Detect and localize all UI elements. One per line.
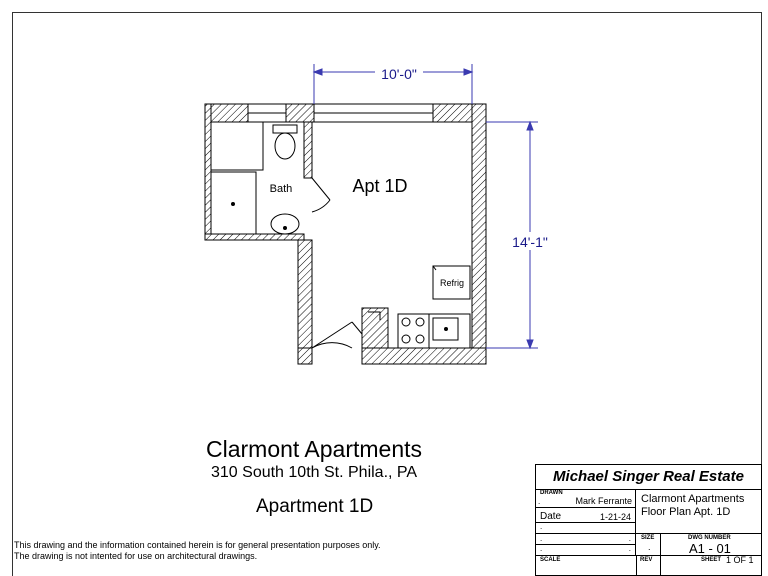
description-line-2: Floor Plan Apt. 1D bbox=[641, 506, 731, 518]
unit-title: Apartment 1D bbox=[256, 496, 374, 517]
bath-sink bbox=[270, 213, 300, 235]
dim-width-label: 10'-0" bbox=[381, 66, 417, 82]
disclaimer-line-1: This drawing and the information contain… bbox=[14, 540, 381, 550]
disclaimer: This drawing and the information contain… bbox=[14, 540, 381, 562]
size-label: SIZE bbox=[641, 535, 655, 541]
wall-right bbox=[471, 103, 487, 365]
date-value: 1-21-24 bbox=[599, 512, 631, 522]
kitchen bbox=[311, 265, 471, 349]
wall-bath-bottom bbox=[204, 233, 305, 241]
dwg-area: SIZE . DWG NUMBER A1 - 01 bbox=[636, 533, 761, 556]
wall-left-lower bbox=[297, 239, 313, 365]
scale-label: SCALE bbox=[540, 557, 561, 563]
drawn-by: Mark Ferrante bbox=[575, 496, 632, 506]
scale-row: SCALE REV SHEET 1 OF 1 bbox=[536, 555, 761, 576]
bath-closet-box bbox=[210, 121, 264, 171]
company-name: Michael Singer Real Estate bbox=[536, 465, 761, 490]
description-area: Clarmont Apartments Floor Plan Apt. 1D bbox=[636, 489, 761, 533]
date-label: Date bbox=[540, 511, 562, 522]
walls bbox=[204, 103, 487, 365]
dwg-number: A1 - 01 bbox=[689, 541, 731, 556]
wall-top-mid bbox=[285, 103, 315, 123]
sheet-border bbox=[12, 12, 762, 576]
toilet-tank bbox=[272, 124, 298, 134]
entry-door-swing bbox=[311, 321, 353, 349]
bath-door-swing bbox=[311, 177, 331, 213]
sheet-value: 1 OF 1 bbox=[726, 555, 754, 565]
room-label: Apt 1D bbox=[352, 176, 407, 196]
refrigerator bbox=[432, 265, 471, 300]
dim-depth-label: 14'-1" bbox=[512, 234, 548, 250]
building-title: Clarmont Apartments bbox=[206, 436, 423, 462]
sheet-label: SHEET bbox=[701, 557, 722, 563]
wall-bottom-right bbox=[361, 347, 487, 365]
drawn-label: DRAWN bbox=[540, 490, 563, 496]
disclaimer-line-2: The drawing is not intented for use on a… bbox=[14, 551, 258, 561]
closet-door bbox=[368, 311, 381, 320]
description-line-1: Clarmont Apartments bbox=[641, 493, 745, 505]
toilet-bowl bbox=[274, 132, 296, 160]
bath-fixtures bbox=[210, 121, 331, 235]
windows bbox=[247, 103, 434, 123]
wall-entry-stub bbox=[297, 347, 313, 365]
bath-label: Bath bbox=[270, 183, 293, 195]
drawn-date-area: DRAWN . Mark Ferrante Date 1-21-24 . bbox=[536, 489, 636, 533]
title-block: Michael Singer Real Estate DRAWN . Mark … bbox=[535, 464, 762, 576]
blank-rows: . . . . bbox=[536, 533, 636, 555]
shower-drain bbox=[231, 202, 235, 206]
wall-partition-upper bbox=[303, 121, 313, 179]
dwg-number-label: DWG NUMBER bbox=[688, 535, 731, 541]
rev-label: REV bbox=[640, 557, 653, 563]
wall-closet bbox=[361, 307, 389, 349]
wall-left-bath bbox=[204, 103, 212, 241]
building-address: 310 South 10th St. Phila., PA bbox=[211, 464, 418, 481]
refrig-label: Refrig bbox=[440, 278, 464, 288]
